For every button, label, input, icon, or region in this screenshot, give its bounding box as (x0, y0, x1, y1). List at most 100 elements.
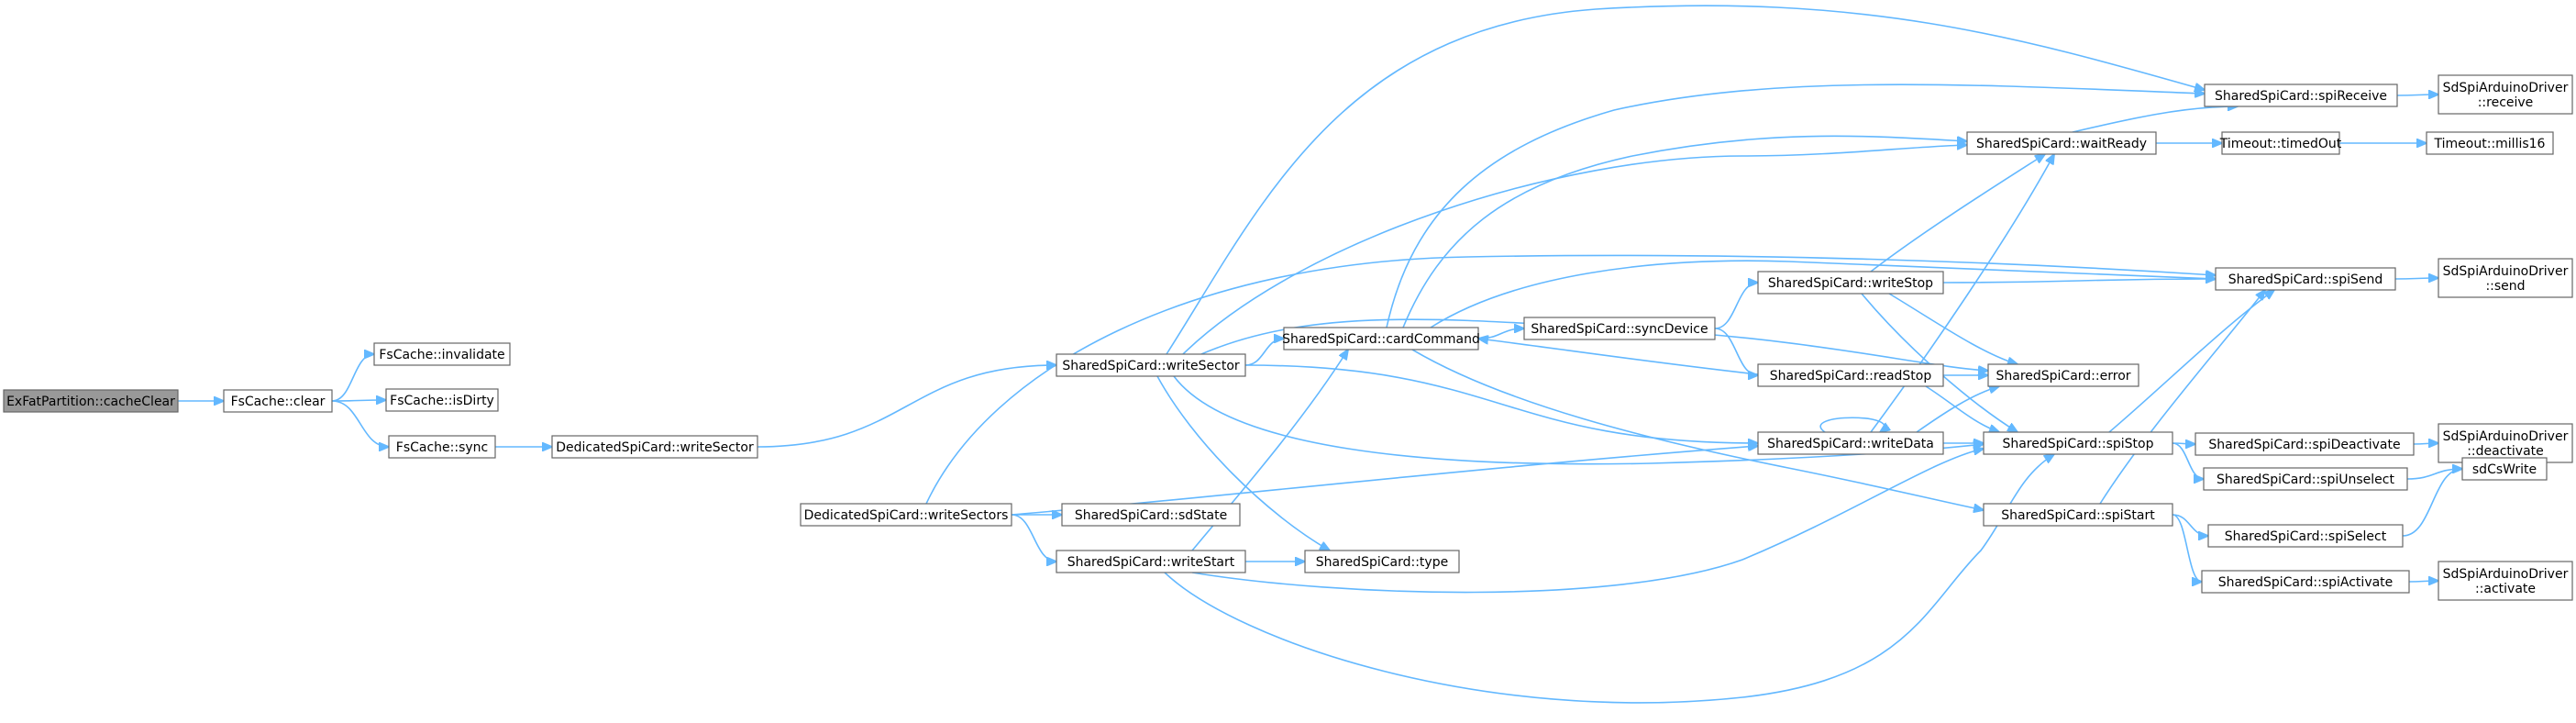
edge-n6-to-n22 (925, 254, 2216, 505)
graph-node[interactable]: SdSpiArduinoDriver::send (2438, 258, 2573, 298)
edge-n7-to-n10 (1244, 339, 1284, 366)
graph-node[interactable]: SharedSpiCard::readStop (1757, 363, 1944, 387)
node-label: SharedSpiCard::syncDevice (1531, 322, 1708, 337)
edge-n13-to-n18 (1888, 293, 2018, 364)
node-box (1061, 503, 1241, 527)
node-label: ::deactivate (2467, 444, 2544, 459)
edge-n9-to-n19 (1191, 449, 1984, 594)
graph-node[interactable]: sdCsWrite (2461, 457, 2548, 481)
graph-node[interactable]: SharedSpiCard::writeSector (1056, 353, 1246, 377)
nodes-layer: ExFatPartition::cacheClear FsCache::clear… (3, 74, 2573, 601)
node-box (2195, 432, 2415, 456)
node-box (1523, 317, 1716, 340)
node-label: SdSpiArduinoDriver (2443, 264, 2569, 279)
node-label: SharedSpiCard::writeStop (1768, 276, 1933, 291)
graph-node[interactable]: FsCache::isDirty (385, 388, 499, 412)
edge-n15-to-n16 (1870, 154, 2054, 433)
edge-n9-to-n10 (1191, 350, 1348, 551)
edge-n7-to-n16 (1182, 145, 1967, 355)
node-label: SharedSpiCard::writeStart (1067, 555, 1235, 570)
node-label: FsCache::isDirty (390, 394, 494, 408)
edge-n10-to-n17 (1411, 349, 1984, 510)
edges-layer (178, 5, 2462, 704)
node-box (800, 503, 1012, 527)
node-box (223, 389, 333, 413)
graph-node[interactable]: SharedSpiCard::waitReady (1966, 131, 2157, 155)
edge-n17-to-n26 (2172, 514, 2202, 582)
edge-n7-to-n20 (1166, 5, 2205, 355)
node-label: SharedSpiCard::error (1996, 369, 2130, 384)
node-box (1983, 503, 2173, 527)
graph-node[interactable]: SdSpiArduinoDriver::deactivate (2438, 423, 2573, 463)
edge-n6-to-n9 (1011, 514, 1056, 562)
edge-n17-to-n22 (2099, 290, 2265, 505)
graph-node[interactable]: Timeout::timedOut (2219, 131, 2342, 155)
edge-n12-to-n13 (1714, 283, 1758, 329)
edge-n16-to-n20 (2072, 106, 2238, 133)
edge-n1-to-n3 (331, 400, 386, 401)
graph-node[interactable]: SharedSpiCard::sdState (1061, 503, 1241, 527)
graph-node[interactable]: SharedSpiCard::writeStop (1757, 271, 1944, 295)
graph-node[interactable]: SharedSpiCard::spiReceive (2204, 83, 2398, 107)
node-box (1304, 550, 1460, 573)
node-box (2461, 457, 2548, 481)
graph-node[interactable]: SdSpiArduinoDriver::activate (2438, 561, 2573, 601)
graph-node[interactable]: SharedSpiCard::type (1304, 550, 1460, 573)
graph-node[interactable]: SharedSpiCard::spiStart (1983, 503, 2173, 527)
graph-node[interactable]: DedicatedSpiCard::writeSector (551, 435, 758, 459)
graph-node[interactable]: SharedSpiCard::spiUnselect (2203, 467, 2408, 491)
node-box (551, 435, 758, 459)
graph-node[interactable]: SharedSpiCard::error (1987, 363, 2139, 387)
graph-node[interactable]: SharedSpiCard::spiDeactivate (2195, 432, 2415, 456)
node-box (1966, 131, 2157, 155)
graph-node[interactable]: SharedSpiCard::spiStop (1983, 431, 2173, 455)
node-box (2426, 131, 2554, 155)
node-label: SharedSpiCard::writeData (1767, 437, 1934, 451)
graph-node[interactable]: Timeout::millis16 (2426, 131, 2554, 155)
node-box (1983, 431, 2173, 455)
node-box (2438, 423, 2573, 463)
node-box (2221, 131, 2340, 155)
node-box (1757, 271, 1944, 295)
node-box (1757, 431, 1944, 455)
edge-n5-to-n7 (757, 365, 1056, 448)
node-label: SharedSpiCard::spiUnselect (2217, 473, 2394, 487)
graph-node[interactable]: FsCache::invalidate (373, 342, 511, 366)
edge-n19-to-n24 (2172, 442, 2204, 479)
graph-node[interactable]: FsCache::sync (388, 435, 496, 459)
node-label: Timeout::timedOut (2219, 137, 2342, 151)
node-label: FsCache::invalidate (379, 348, 504, 362)
node-label: SdSpiArduinoDriver (2443, 81, 2569, 95)
node-label: SharedSpiCard::sdState (1075, 508, 1227, 523)
node-label: ExFatPartition::cacheClear (6, 395, 175, 409)
edge-n10-to-n22 (1430, 260, 2216, 328)
node-box (2215, 267, 2396, 291)
edge-n19-to-n22 (2108, 290, 2274, 433)
graph-node[interactable]: SharedSpiCard::spiActivate (2201, 570, 2410, 594)
node-label: SharedSpiCard::spiStop (2002, 437, 2153, 451)
node-label: ::send (2485, 279, 2525, 294)
edge-n26-to-n32 (2408, 581, 2438, 582)
node-label: ::receive (2478, 95, 2534, 110)
node-label: SdSpiArduinoDriver (2443, 567, 2569, 582)
graph-node[interactable]: SharedSpiCard::writeData (1757, 431, 1944, 455)
graph-node[interactable]: FsCache::clear (223, 389, 333, 413)
graph-node[interactable]: ExFatPartition::cacheClear (3, 389, 179, 413)
graph-node[interactable]: SharedSpiCard::cardCommand (1282, 327, 1480, 350)
edge-n17-to-n25 (2172, 514, 2208, 536)
graph-node[interactable]: SharedSpiCard::spiSelect (2207, 524, 2404, 548)
node-box (2438, 258, 2573, 298)
graph-node[interactable]: SharedSpiCard::writeStart (1056, 550, 1246, 573)
node-box (1056, 353, 1246, 377)
edge-n25-to-n31 (2402, 469, 2462, 537)
edge-n10-to-n20 (1386, 83, 2205, 328)
edge-n15-to-n15 (1819, 417, 1885, 432)
node-label: DedicatedSpiCard::writeSector (556, 440, 754, 455)
graph-node[interactable]: DedicatedSpiCard::writeSectors (800, 503, 1012, 527)
graph-node[interactable]: SdSpiArduinoDriver::receive (2438, 74, 2573, 115)
edge-n13-to-n22 (1942, 279, 2216, 283)
graph-node[interactable]: SharedSpiCard::syncDevice (1523, 317, 1716, 340)
graph-node[interactable]: SharedSpiCard::spiSend (2215, 267, 2396, 291)
edge-n23-to-n30 (2413, 443, 2438, 444)
